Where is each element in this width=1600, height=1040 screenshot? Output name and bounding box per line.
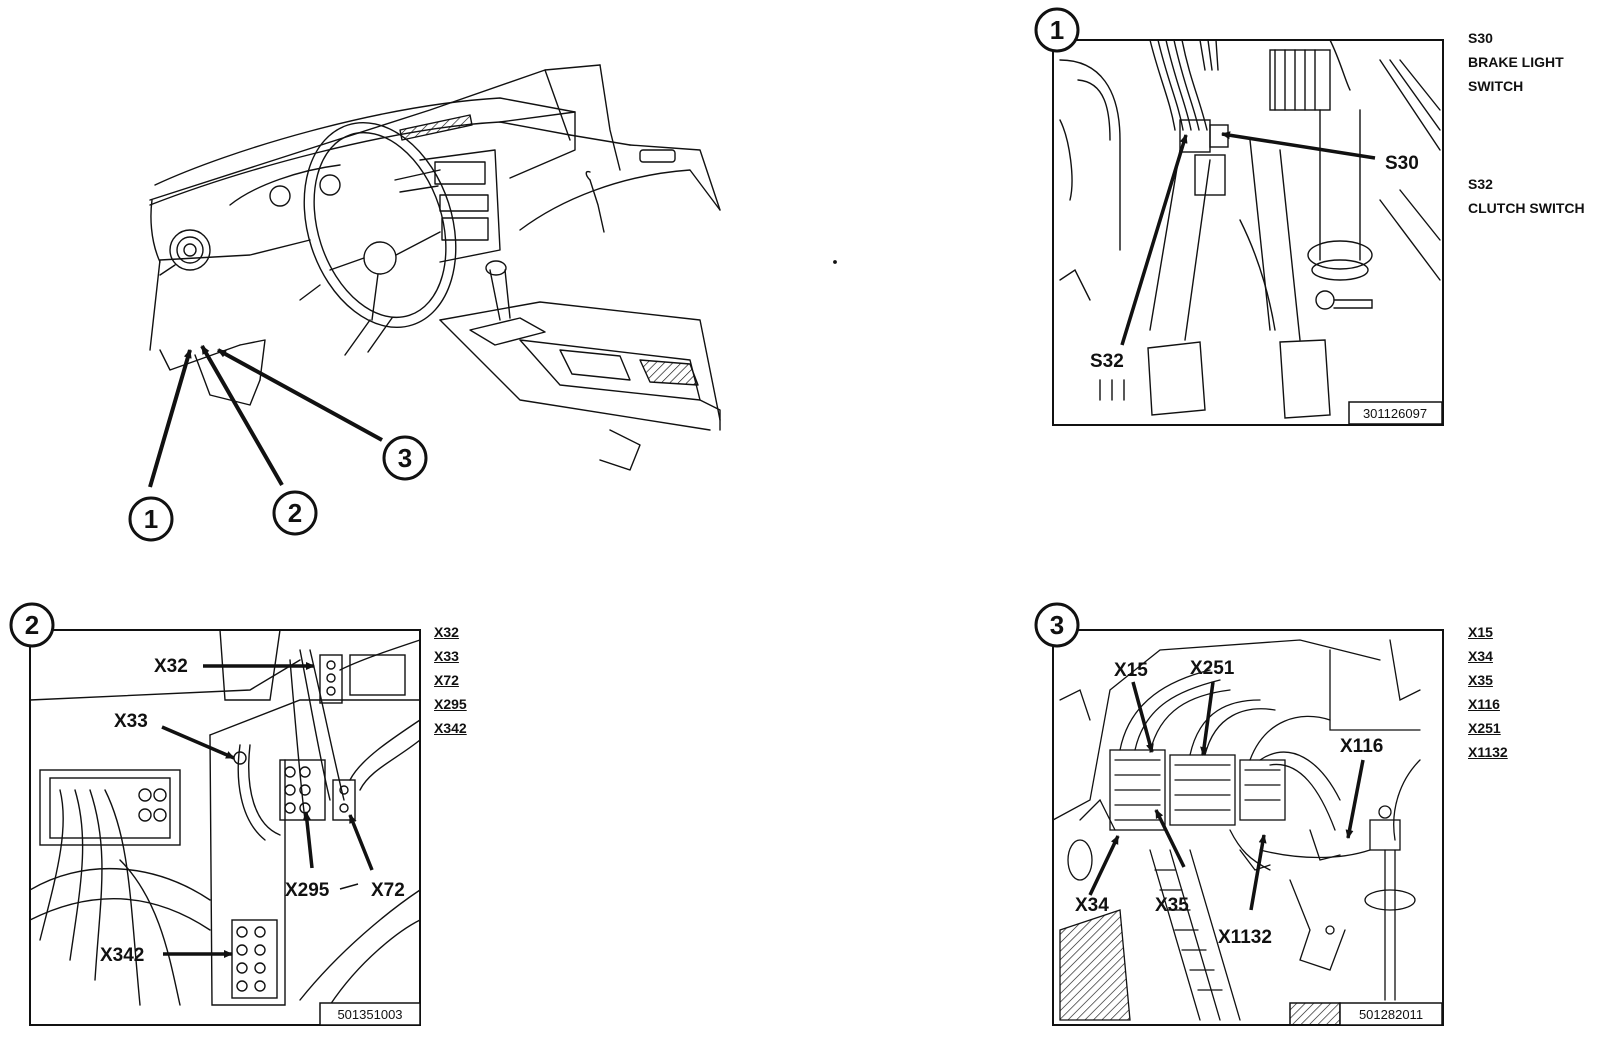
legend-x116: X116: [1468, 696, 1500, 712]
legend-x251: X251: [1468, 720, 1501, 736]
car-interior-illustration: [149, 64, 837, 471]
panel-1-callout-s30: S30: [1385, 153, 1419, 174]
panel-1-number: 1: [1050, 15, 1064, 45]
legend-x32: X32: [434, 624, 459, 640]
panel-2-callout-x342: X342: [100, 945, 144, 966]
panel-3-callout-x15: X15: [1114, 660, 1148, 681]
legend-x34: X34: [1468, 648, 1493, 664]
callout-3-number: 3: [398, 443, 412, 473]
panel-2-callout-x32: X32: [154, 656, 188, 677]
overview-callout-3: 3: [382, 435, 428, 481]
panel-2-callout-x295: X295: [285, 880, 330, 901]
callout-2-number: 2: [288, 498, 302, 528]
legend-x295: X295: [434, 696, 467, 712]
legend-x15: X15: [1468, 624, 1493, 640]
panel-1-callout-s32: S32: [1090, 351, 1124, 372]
panel-3-callout-x1132: X1132: [1218, 927, 1272, 948]
panel-2-connectors: 501351003 X32 X33 X295 X72 X342 2: [9, 602, 421, 1026]
panel-2-callout-x72: X72: [371, 880, 405, 901]
panel-3-connectors: 501282011 X15 X251 X116 X34 X35 X1132 3: [1034, 602, 1444, 1026]
panel-3-callout-x116: X116: [1340, 736, 1383, 757]
legend-s30-desc-line1: BRAKE LIGHT: [1468, 54, 1564, 70]
panel-3-reference-number: 501282011: [1359, 1007, 1423, 1022]
panel-1-reference-number: 301126097: [1363, 406, 1427, 421]
panel-3-callout-x34: X34: [1075, 895, 1109, 916]
panel-1-legend: S30 BRAKE LIGHT SWITCH: [1468, 26, 1564, 98]
callout-1-number: 1: [144, 504, 158, 534]
panel-3-number: 3: [1050, 610, 1064, 640]
legend-x33: X33: [434, 648, 459, 664]
panel-3-callout-x251: X251: [1190, 658, 1235, 679]
panel-3-callout-x35: X35: [1155, 895, 1189, 916]
legend-s32-desc-line1: CLUTCH SWITCH: [1468, 200, 1585, 216]
panel-2-legend: X32 X33 X72 X295 X342: [434, 620, 467, 740]
panel-3-legend: X15 X34 X35 X116 X251 X1132: [1468, 620, 1508, 764]
legend-s32-code: S32: [1468, 176, 1493, 192]
panel-2-number: 2: [25, 610, 39, 640]
legend-s30-code: S30: [1468, 30, 1493, 46]
legend-x1132: X1132: [1468, 744, 1508, 760]
panel-2-callout-x33: X33: [114, 711, 148, 732]
legend-x342: X342: [434, 720, 467, 736]
legend-x72: X72: [434, 672, 459, 688]
overview-callout-2: 2: [272, 490, 318, 536]
overview-arrows: [148, 345, 383, 488]
overview-callout-1: 1: [128, 496, 174, 542]
panel-1-legend-s32: S32 CLUTCH SWITCH: [1468, 172, 1585, 220]
legend-s30-desc-line2: SWITCH: [1468, 78, 1524, 94]
panel-2-reference-number: 501351003: [337, 1007, 402, 1022]
legend-x35: X35: [1468, 672, 1493, 688]
panel-1-pedal-switches: 301126097 S30 S32 1: [1034, 7, 1444, 426]
